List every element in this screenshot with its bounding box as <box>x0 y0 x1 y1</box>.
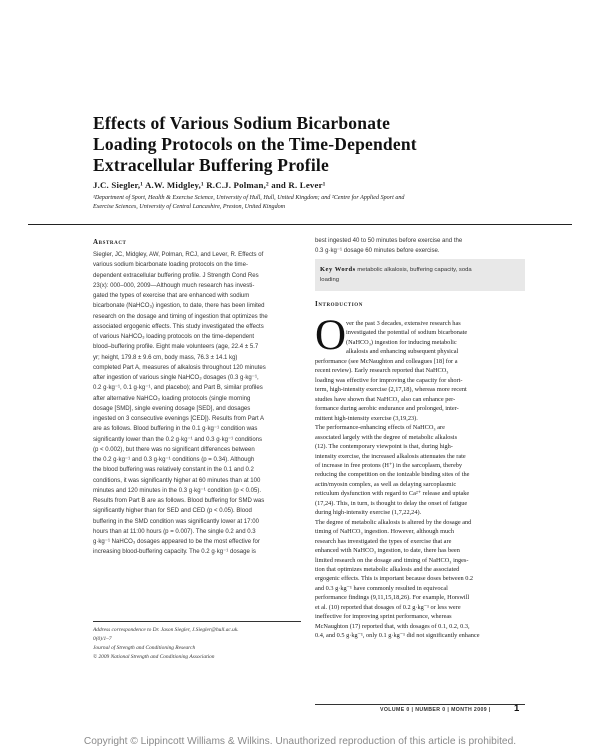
intro-line: (17,24). This, in turn, is thought to de… <box>315 499 468 507</box>
intro-line: reducing the competition on the ionizabl… <box>315 471 470 479</box>
intro-line: timing of NaHCO₃ ingestion. However, alt… <box>315 528 455 536</box>
intro-line: performance (see McNaughton and colleagu… <box>315 358 458 365</box>
article-title: Effects of Various Sodium Bicarbonate Lo… <box>93 113 543 176</box>
intro-line: actin/myosin complex, as well as delayin… <box>315 480 457 488</box>
correspondence-line: 0(0)/1–7 <box>93 636 112 642</box>
correspondence-note: Address correspondence to Dr. Jason Sieg… <box>93 626 301 662</box>
intro-line: associated largely with the degree of me… <box>315 433 458 441</box>
abstract-line: best ingested 40 to 50 minutes before ex… <box>315 238 463 244</box>
intro-line: limited research on the dosage and timin… <box>315 556 469 564</box>
intro-line: investigated the potential of sodium bic… <box>346 329 468 337</box>
abstract-line: dosage [SMD], single evening dosage [SED… <box>93 405 251 412</box>
abstract-line: of various NaHCO₃ loading protocols on t… <box>93 334 255 340</box>
copyright-watermark: Copyright © Lippincott Williams & Wilkin… <box>83 736 517 747</box>
intro-line: ineffective for improving sprint perform… <box>315 613 452 621</box>
abstract-line: significantly lower than the 0.2 g·kg⁻¹ … <box>93 436 263 443</box>
abstract-line: dependent extracellular buffering profil… <box>93 272 259 279</box>
intro-line: mittent high-intensity exercise (3,19,23… <box>315 414 418 422</box>
intro-line: recent review). Early research reported … <box>315 367 449 375</box>
affiliations: ¹Department of Sport, Health & Exercise … <box>93 194 523 211</box>
abstract-line: 0.2 g·kg⁻¹, 0.1 g·kg⁻¹, and placebo); an… <box>93 385 263 392</box>
affiliation-line: ¹Department of Sport, Health & Exercise … <box>93 195 405 201</box>
title-line: Loading Protocols on the Time-Dependent <box>93 134 417 154</box>
correspondence-line: Address correspondence to Dr. Jason Sieg… <box>93 627 239 633</box>
abstract-body: Siegler, JC, Midgley, AW, Polman, RCJ, a… <box>93 250 301 558</box>
abstract-line: increasing blood-buffering capacity. The… <box>93 549 256 556</box>
volume-info: VOLUME 0 | NUMBER 0 | MONTH 2009 | <box>380 707 491 713</box>
intro-line: The degree of metabolic alkalosis is alt… <box>315 518 472 526</box>
title-line: Effects of Various Sodium Bicarbonate <box>93 113 391 133</box>
page-number: 1 <box>514 703 520 714</box>
abstract-line: conditions, it was significantly higher … <box>93 477 261 484</box>
intro-line: loading was effective for improving the … <box>315 376 463 384</box>
abstract-line: yr; height, 179.8 ± 9.6 cm, body mass, 7… <box>93 354 238 361</box>
correspondence-divider <box>93 621 301 622</box>
abstract-line: ingested on 3 consecutive evenings [CED]… <box>93 416 265 422</box>
abstract-line: g·kg⁻¹ NaHCO₃ dosages appeared to be the… <box>93 539 260 545</box>
intro-line: performance findings (9,11,15,18,26). Fo… <box>315 594 470 602</box>
footer-divider <box>315 704 525 705</box>
keywords-box <box>315 259 525 291</box>
abstract-line: gated the types of exercise that are enh… <box>93 293 250 299</box>
abstract-line: bicarbonate (NaHCO₃) ingestion, to date,… <box>93 303 265 310</box>
intro-line: et al. (10) reported that dosages of 0.2… <box>315 603 461 611</box>
abstract-line: minutes and 120 minutes in the 0.3 g·kg⁻… <box>93 487 262 494</box>
intro-line: formance during aerobic endurance and pr… <box>315 405 459 413</box>
abstract-line: Results from Part B are as follows. Bloo… <box>93 498 265 504</box>
abstract-line: research on the dosage and timing of ing… <box>93 313 268 320</box>
title-line: Extracellular Buffering Profile <box>93 155 329 175</box>
keywords-line: loading <box>320 277 339 283</box>
intro-line: enhanced with NaHCO₃ ingestion, to date,… <box>315 547 460 555</box>
introduction-heading: Introduction <box>315 300 363 308</box>
intro-line: reticulum dysfunction with regard to Ca²… <box>315 490 470 498</box>
intro-line: (NaHCO₃) ingestion for inducing metaboli… <box>346 338 457 346</box>
affiliation-line: Exercise Sciences, University of Central… <box>93 203 286 210</box>
intro-line: 0.4, and 0.5 g·kg⁻¹, only 0.1 g·kg⁻¹ did… <box>315 632 480 640</box>
author-list: J.C. Siegler,¹ A.W. Midgley,¹ R.C.J. Pol… <box>93 180 326 190</box>
intro-line: (12). The contemporary viewpoint is that… <box>315 443 453 451</box>
abstract-line: hours than at 11:00 hours (p = 0.007). T… <box>93 528 256 535</box>
keywords-label: Key Words <box>320 266 356 273</box>
intro-line: tion that optimizes metabolic alkalosis … <box>315 565 460 573</box>
correspondence-line: © 2009 National Strength and Conditionin… <box>93 654 215 660</box>
intro-line: during high-intensity exercise (1,7,22,2… <box>315 509 422 517</box>
intro-line: of increase in free protons (H⁺) in the … <box>315 461 463 469</box>
intro-line: research has investigated the types of e… <box>315 537 452 545</box>
keywords-line: metabolic alkalosis, buffering capacity,… <box>357 267 472 273</box>
intro-line: McNaughton (17) reported that, with dosa… <box>315 622 470 630</box>
drop-cap: O <box>315 312 347 359</box>
abstract-line: blood–buffering profile. Eight male volu… <box>93 344 259 351</box>
intro-line: The performance-enhancing effects of NaH… <box>315 424 445 432</box>
abstract-line: various sodium bicarbonate loading proto… <box>93 262 248 269</box>
abstract-line: completed Part A, measures of alkalosis … <box>93 364 266 371</box>
abstract-line: 0.3 g·kg⁻¹ dosage 60 minutes before exer… <box>315 248 440 255</box>
header-divider <box>28 224 572 225</box>
intro-indented-lines: ver the past 3 decades, extensive resear… <box>346 319 524 357</box>
abstract-line: buffering in the SMD condition was signi… <box>93 518 259 525</box>
abstract-heading: Abstract <box>93 238 127 246</box>
intro-line: intensity exercise, the increased alkalo… <box>315 452 466 460</box>
abstract-continuation: best ingested 40 to 50 minutes before ex… <box>315 236 523 257</box>
abstract-line: the 0.2 g·kg⁻¹ and 0.3 g·kg⁻¹ conditions… <box>93 457 255 463</box>
abstract-line: (p < 0.002), but there was no significan… <box>93 446 255 453</box>
intro-line: and 0.3 g·kg⁻¹ have commonly resulted in… <box>315 584 448 592</box>
abstract-line: after ingestion of various single NaHCO₃… <box>93 375 259 381</box>
abstract-line: Siegler, JC, Midgley, AW, Polman, RCJ, a… <box>93 252 264 258</box>
intro-line: ergogenic effects. This is important bec… <box>315 575 474 583</box>
keywords: Key Words metabolic alkalosis, buffering… <box>320 265 520 285</box>
intro-line: term, high-intensity exercise (2,17,18),… <box>315 386 467 394</box>
intro-line: ver the past 3 decades, extensive resear… <box>346 320 461 327</box>
abstract-line: associated ergogenic effects. This study… <box>93 323 264 330</box>
abstract-line: the blood buffering was relatively const… <box>93 467 254 474</box>
abstract-line: after alternative NaHCO₃ loading protoco… <box>93 395 251 402</box>
abstract-line: significantly higher than for SED and CE… <box>93 508 252 515</box>
intro-line: studies have shown that NaHCO₃ also can … <box>315 395 456 403</box>
correspondence-line: Journal of Strength and Conditioning Res… <box>93 645 196 651</box>
abstract-line: 23(x): 000–000, 2009—Although much resea… <box>93 282 255 289</box>
intro-line: alkalosis and enhancing subsequent physi… <box>346 348 459 356</box>
abstract-line: are as follows. Blood buffering in the 0… <box>93 426 258 433</box>
introduction-body: performance (see McNaughton and colleagu… <box>315 357 525 641</box>
